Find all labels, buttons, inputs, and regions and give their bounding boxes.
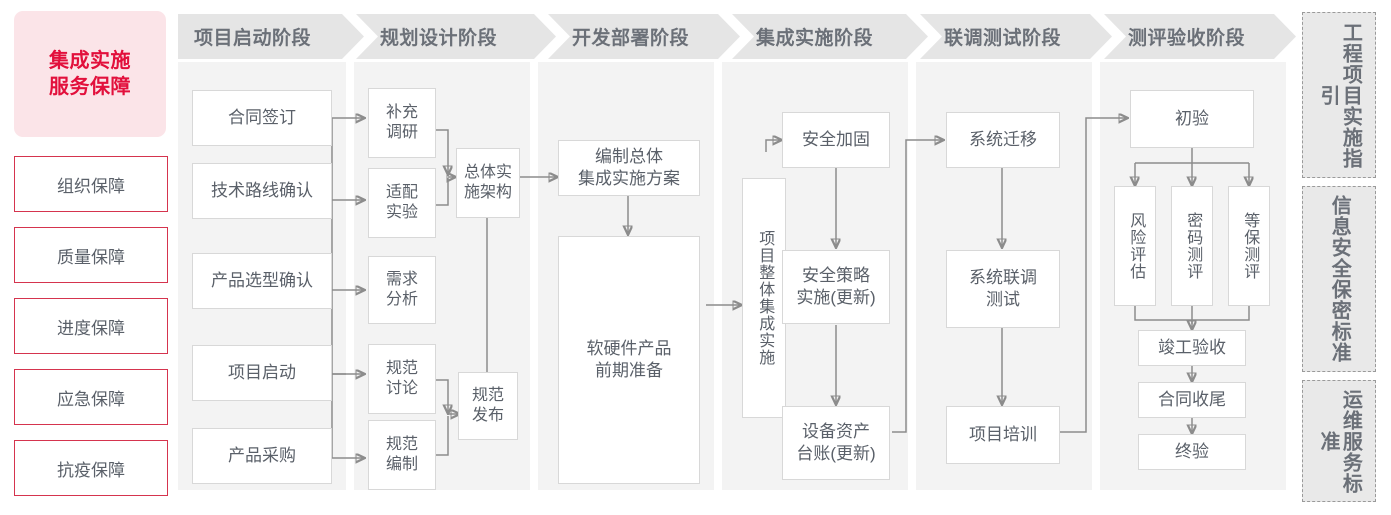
guarantee-item-label: 进度保障 (57, 318, 125, 338)
node-acceptance-3[interactable]: 等保测评 (1228, 186, 1270, 306)
phase-header-jointtest[interactable]: 联调测试阶段 (920, 14, 1112, 59)
node-planning-5[interactable]: 总体实施架构 (456, 148, 520, 218)
guarantee-item-3[interactable]: 应急保障 (14, 369, 168, 425)
phase-title: 集成实施阶段 (756, 28, 874, 49)
node-acceptance-2[interactable]: 密码测评 (1171, 186, 1213, 306)
node-startup-4[interactable]: 产品采购 (192, 428, 332, 484)
standard-item-0[interactable]: 工程项目实施指引 (1302, 12, 1376, 178)
node-label: 适配实验 (385, 183, 418, 221)
node-label: 合同签订 (228, 108, 296, 128)
node-jointtest-1[interactable]: 系统联调测试 (946, 250, 1060, 328)
node-label: 规范讨论 (385, 359, 418, 397)
node-develop-0[interactable]: 编制总体集成实施方案 (558, 140, 700, 196)
node-startup-0[interactable]: 合同签订 (192, 90, 332, 146)
node-label: 安全加固 (802, 130, 870, 150)
node-label: 设备资产台账(更新) (796, 422, 876, 463)
phase-title: 联调测试阶段 (944, 28, 1062, 49)
guarantee-item-label: 组织保障 (57, 176, 125, 196)
guarantee-item-label: 质量保障 (57, 247, 125, 267)
guarantee-hero: 集成实施 服务保障 (14, 11, 166, 137)
node-label: 等保测评 (1241, 212, 1259, 280)
guarantee-item-4[interactable]: 抗疫保障 (14, 440, 168, 496)
phase-title: 测评验收阶段 (1128, 28, 1246, 49)
node-label: 软硬件产品前期准备 (586, 339, 672, 380)
node-label: 需求分析 (385, 270, 418, 308)
node-integration-2[interactable]: 安全策略实施(更新) (782, 250, 890, 324)
guarantee-item-1[interactable]: 质量保障 (14, 227, 168, 283)
node-label: 竣工验收 (1158, 338, 1226, 358)
phase-header-planning[interactable]: 规划设计阶段 (356, 14, 556, 59)
guarantee-hero-line2: 服务保障 (49, 76, 131, 98)
node-label: 初验 (1175, 109, 1209, 129)
node-planning-2[interactable]: 需求分析 (368, 256, 436, 324)
node-planning-1[interactable]: 适配实验 (368, 168, 436, 238)
phase-title: 规划设计阶段 (380, 28, 498, 49)
node-label: 技术路线确认 (211, 181, 313, 201)
node-label: 规范发布 (471, 386, 504, 424)
phase-header-develop[interactable]: 开发部署阶段 (548, 14, 740, 59)
node-label: 项目培训 (969, 425, 1037, 445)
node-label: 项目整体集成实施 (756, 230, 774, 366)
standard-item-2[interactable]: 运维服务标准 (1302, 380, 1376, 502)
guarantee-item-0[interactable]: 组织保障 (14, 156, 168, 212)
node-label: 系统联调测试 (969, 268, 1037, 309)
node-label: 产品选型确认 (211, 271, 313, 291)
node-startup-1[interactable]: 技术路线确认 (192, 163, 332, 219)
node-acceptance-6[interactable]: 终验 (1138, 434, 1246, 470)
node-jointtest-0[interactable]: 系统迁移 (946, 112, 1060, 168)
node-planning-0[interactable]: 补充调研 (368, 88, 436, 158)
standard-label: 信息安全保密标准 (1328, 195, 1351, 363)
guarantee-item-2[interactable]: 进度保障 (14, 298, 168, 354)
node-acceptance-4[interactable]: 竣工验收 (1138, 330, 1246, 366)
node-acceptance-5[interactable]: 合同收尾 (1138, 382, 1246, 418)
phase-header-integration[interactable]: 集成实施阶段 (732, 14, 928, 59)
phase-header-startup[interactable]: 项目启动阶段 (178, 14, 364, 59)
node-planning-4[interactable]: 规范编制 (368, 420, 436, 490)
standard-label: 运维服务标准 (1317, 388, 1362, 494)
standard-label: 工程项目实施指引 (1317, 21, 1362, 169)
phase-title: 开发部署阶段 (572, 28, 690, 49)
node-label: 项目启动 (228, 363, 296, 383)
node-develop-1[interactable]: 软硬件产品前期准备 (558, 236, 700, 484)
node-label: 规范编制 (385, 435, 418, 473)
node-acceptance-0[interactable]: 初验 (1130, 90, 1254, 148)
node-integration-1[interactable]: 安全加固 (782, 112, 890, 168)
phase-header-acceptance[interactable]: 测评验收阶段 (1104, 14, 1296, 59)
node-integration-0[interactable]: 项目整体集成实施 (742, 178, 786, 418)
node-startup-3[interactable]: 项目启动 (192, 345, 332, 401)
node-label: 系统迁移 (969, 130, 1037, 150)
node-planning-6[interactable]: 规范发布 (458, 372, 518, 440)
node-label: 终验 (1175, 442, 1209, 462)
node-integration-3[interactable]: 设备资产台账(更新) (782, 406, 890, 480)
node-label: 补充调研 (385, 103, 418, 141)
guarantee-hero-line1: 集成实施 (49, 49, 131, 72)
node-label: 产品采购 (228, 446, 296, 466)
guarantee-item-label: 抗疫保障 (57, 460, 125, 480)
node-label: 安全策略实施(更新) (796, 266, 876, 307)
node-label: 合同收尾 (1158, 390, 1226, 410)
guarantee-item-label: 应急保障 (57, 389, 125, 409)
node-label: 风险评估 (1127, 212, 1145, 280)
node-label: 总体实施架构 (463, 163, 512, 201)
standard-item-1[interactable]: 信息安全保密标准 (1302, 186, 1376, 372)
node-jointtest-2[interactable]: 项目培训 (946, 406, 1060, 464)
node-label: 密码测评 (1184, 212, 1202, 280)
node-acceptance-1[interactable]: 风险评估 (1114, 186, 1156, 306)
node-planning-3[interactable]: 规范讨论 (368, 344, 436, 414)
node-label: 编制总体集成实施方案 (578, 147, 680, 188)
phase-title: 项目启动阶段 (194, 28, 312, 49)
node-startup-2[interactable]: 产品选型确认 (192, 253, 332, 309)
